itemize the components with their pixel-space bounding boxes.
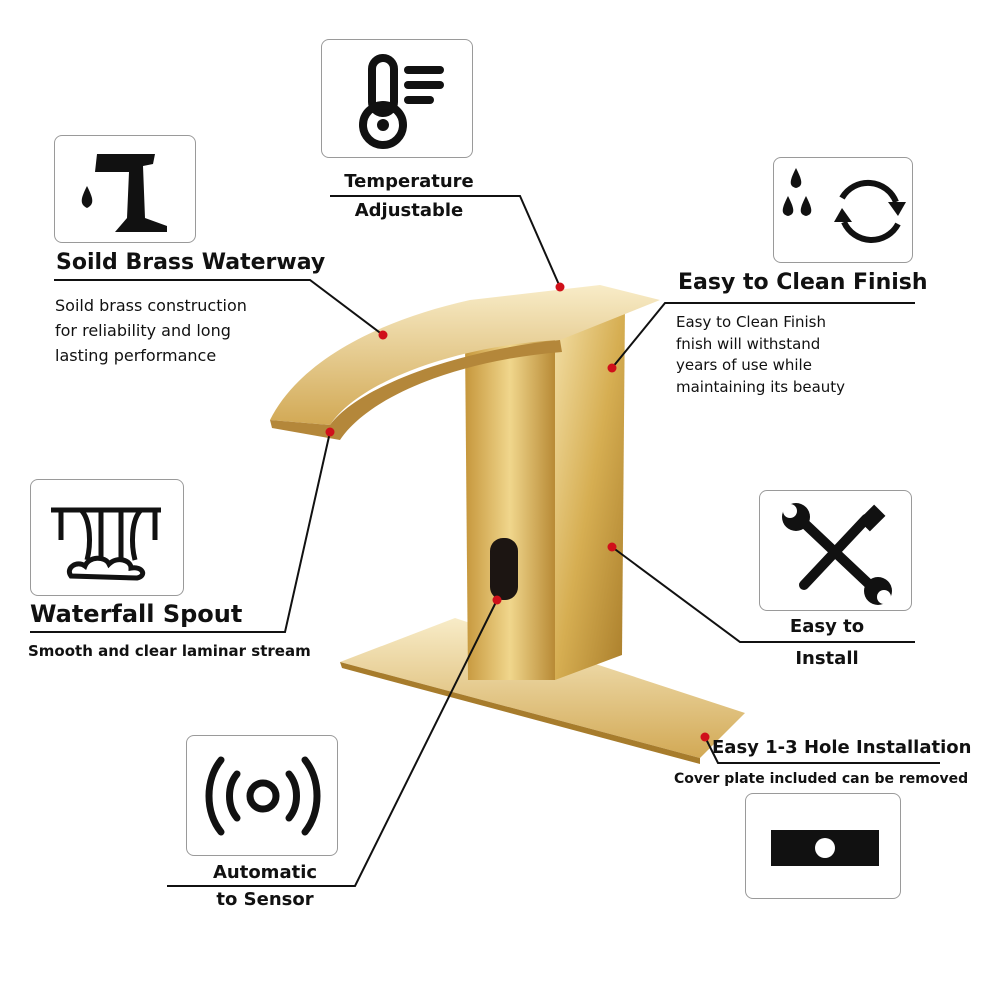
- waterfall-description: Smooth and clear laminar stream: [28, 642, 311, 660]
- brass-description: Soild brass construction for reliability…: [55, 293, 247, 368]
- clean-description: Easy to Clean Finish fnish will withstan…: [676, 312, 845, 398]
- callout-dot: [607, 542, 617, 552]
- temperature-title-line2: Adjustable: [354, 200, 464, 221]
- thermometer-icon: [321, 39, 473, 158]
- install-title-line2: Install: [795, 648, 859, 669]
- callout-dot: [700, 732, 710, 742]
- clean-desc-line: Easy to Clean Finish: [676, 313, 826, 331]
- sensor-window: [490, 538, 518, 600]
- deck-plate: [340, 618, 745, 758]
- sensor-title-line1: Automatic: [212, 862, 318, 883]
- brass-desc-line: Soild brass construction: [55, 296, 247, 315]
- callout-dot: [492, 595, 502, 605]
- waterfall-icon: [30, 479, 184, 596]
- install-title-line1: Easy to: [789, 616, 865, 637]
- sensor-title-line2: to Sensor: [216, 889, 314, 910]
- waterfall-title: Waterfall Spout: [30, 600, 243, 628]
- clean-title: Easy to Clean Finish: [678, 270, 928, 295]
- clean-desc-line: years of use while: [676, 356, 812, 374]
- cover-plate-icon: [745, 793, 901, 899]
- callout-dot: [325, 427, 335, 437]
- brass-desc-line: for reliability and long: [55, 321, 231, 340]
- wrench-screwdriver-icon: [759, 490, 912, 611]
- callout-dot: [378, 330, 388, 340]
- spout: [270, 285, 660, 425]
- drops-refresh-icon: [773, 157, 913, 263]
- brass-desc-line: lasting performance: [55, 346, 217, 365]
- clean-desc-line: fnish will withstand: [676, 334, 821, 353]
- callout-dot: [555, 282, 565, 292]
- temperature-title-line1: Temperature: [344, 171, 474, 192]
- hole-title: Easy 1-3 Hole Installation: [712, 737, 972, 758]
- brass-pipe-icon: [54, 135, 196, 243]
- faucet-body: [465, 335, 555, 680]
- hole-description: Cover plate included can be removed: [674, 771, 969, 787]
- clean-desc-line: maintaining its beauty: [676, 377, 846, 396]
- sensor-waves-icon: [186, 735, 338, 856]
- callout-dot: [607, 363, 617, 373]
- brass-title: Soild Brass Waterway: [56, 250, 326, 275]
